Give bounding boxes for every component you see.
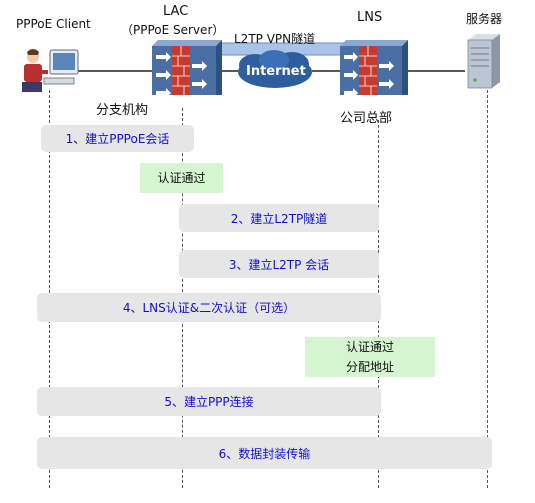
step-ppp-connection: 5、建立PPP连接 [37, 387, 381, 416]
server-lifeline [487, 90, 488, 488]
note-lns-auth: 认证通过 分配地址 [305, 337, 435, 377]
lac-sub-label: （PPPoE Server） [121, 23, 225, 37]
lns-label: LNS [357, 10, 383, 25]
step-lns-auth: 4、LNS认证&二次认证（可选） [37, 293, 381, 322]
step-pppoe-session: 1、建立PPPoE会话 [41, 125, 194, 152]
client-lifeline [49, 90, 50, 488]
lns-firewall-icon [340, 40, 408, 95]
note-auth-pass-text: 认证通过 [157, 171, 206, 185]
server-label: 服务器 [466, 12, 503, 26]
step-data-transfer: 6、数据封装传输 [37, 437, 492, 469]
note-lns-line1: 认证通过 [345, 340, 394, 354]
tunnel-label: L2TP VPN隧道 [234, 32, 316, 46]
internet-label: Internet [246, 64, 306, 79]
client-label: PPPoE Client [16, 17, 91, 31]
step-l2tp-tunnel: 2、建立L2TP隧道 [179, 204, 379, 232]
note-auth-pass: 认证通过 [140, 163, 223, 193]
server-icon [467, 34, 500, 89]
step-l2tp-session: 3、建立L2TP 会话 [179, 250, 379, 278]
pc-client-icon [22, 49, 79, 92]
note-lns-line2: 分配地址 [345, 360, 394, 374]
topology-diagram [22, 34, 500, 95]
branch-label: 分支机构 [96, 103, 149, 118]
lac-label: LAC [163, 4, 189, 19]
hq-label: 公司总部 [340, 111, 393, 126]
lac-firewall-icon [152, 40, 222, 95]
internet-cloud-icon [238, 50, 312, 88]
